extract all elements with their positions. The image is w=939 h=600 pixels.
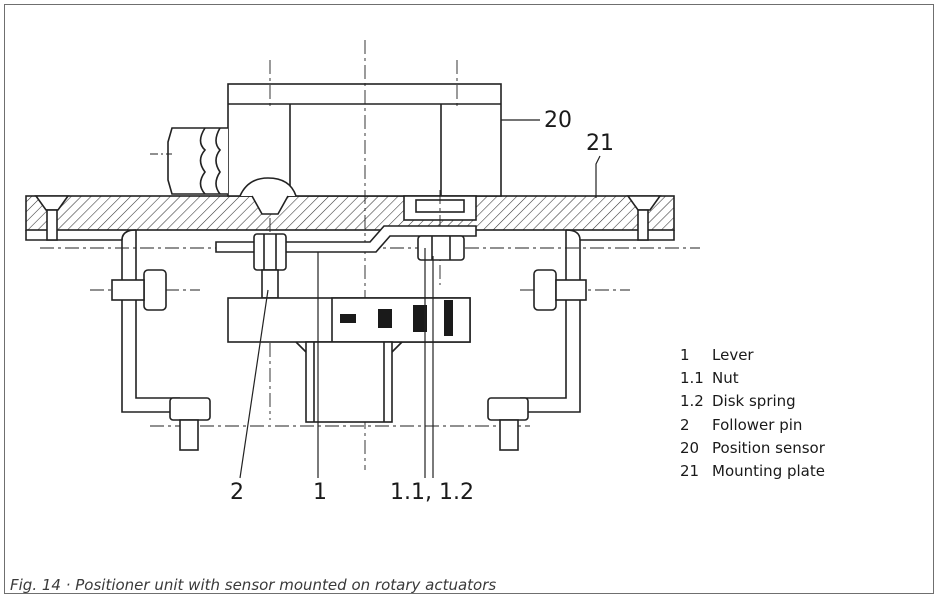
callout-follower-pin: 2 bbox=[230, 480, 244, 505]
follower-pin bbox=[253, 233, 287, 299]
callout-position-sensor: 20 bbox=[544, 108, 572, 133]
legend-item: 1 Lever bbox=[680, 343, 920, 366]
magnet-bars bbox=[340, 300, 453, 336]
legend-text: Lever bbox=[712, 345, 754, 364]
legend-item: 21 Mounting plate bbox=[680, 459, 920, 482]
figure-frame bbox=[4, 4, 934, 594]
nut bbox=[417, 235, 465, 261]
right-bracket bbox=[487, 195, 675, 451]
legend-text: Position sensor bbox=[712, 438, 825, 457]
legend-text: Nut bbox=[712, 368, 739, 387]
legend-item: 1.2 Disk spring bbox=[680, 390, 920, 413]
legend-key: 21 bbox=[680, 462, 700, 481]
position-sensor-housing bbox=[150, 83, 502, 221]
callout-lever: 1 bbox=[313, 480, 327, 505]
legend-key: 1.2 bbox=[680, 392, 704, 411]
callout-mounting-plate: 21 bbox=[586, 131, 614, 156]
legend-item: 2 Follower pin bbox=[680, 413, 920, 436]
leader-2 bbox=[239, 289, 269, 479]
mounting-plate bbox=[25, 195, 675, 231]
left-bracket bbox=[25, 195, 211, 451]
legend-text: Follower pin bbox=[712, 415, 803, 434]
parts-legend: 1 Lever 1.1 Nut 1.2 Disk spring 2 Follow… bbox=[680, 343, 920, 483]
legend-item: 1.1 Nut bbox=[680, 366, 920, 389]
figure-caption: Fig. 14 · Positioner unit with sensor mo… bbox=[10, 576, 497, 594]
callout-nut-disk-spring: 1.1, 1.2 bbox=[390, 480, 474, 505]
legend-key: 2 bbox=[680, 415, 690, 434]
legend-text: Disk spring bbox=[712, 392, 796, 411]
legend-key: 1.1 bbox=[680, 368, 704, 387]
legend-text: Mounting plate bbox=[712, 462, 825, 481]
leader-21 bbox=[595, 155, 601, 198]
legend-key: 20 bbox=[680, 438, 700, 457]
legend-item: 20 Position sensor bbox=[680, 436, 920, 459]
legend-key: 1 bbox=[680, 345, 690, 364]
